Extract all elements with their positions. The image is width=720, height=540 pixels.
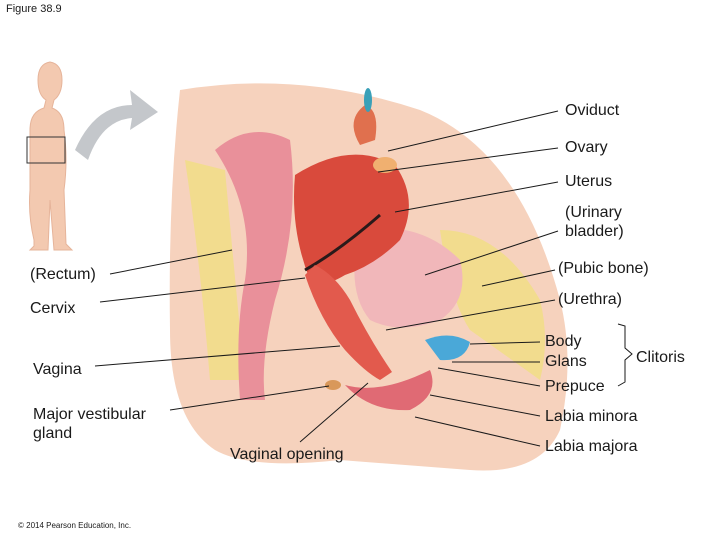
label-rectum: (Rectum) [30, 265, 96, 284]
copyright-notice: © 2014 Pearson Education, Inc. [18, 521, 131, 530]
pointer-arrow [75, 90, 158, 160]
label-urethra: (Urethra) [558, 290, 622, 309]
label-prepuce: Prepuce [545, 377, 605, 396]
label-vaginal-opening: Vaginal opening [230, 445, 344, 464]
label-vagina: Vagina [33, 360, 82, 379]
label-clitoris: Clitoris [636, 348, 685, 367]
label-pubic-bone: (Pubic bone) [558, 259, 649, 278]
label-urinary-bladder: (Urinary bladder) [565, 203, 624, 241]
label-labia-minora: Labia minora [545, 407, 638, 426]
label-labia-majora: Labia majora [545, 437, 638, 456]
label-oviduct: Oviduct [565, 101, 619, 120]
label-ovary: Ovary [565, 138, 608, 157]
pelvis-section [170, 83, 568, 470]
label-body: Body [545, 332, 581, 351]
body-silhouette [27, 62, 72, 250]
label-major-vestibular-gland: Major vestibular gland [33, 405, 146, 443]
label-uterus: Uterus [565, 172, 612, 191]
label-cervix: Cervix [30, 299, 75, 318]
label-glans: Glans [545, 352, 587, 371]
